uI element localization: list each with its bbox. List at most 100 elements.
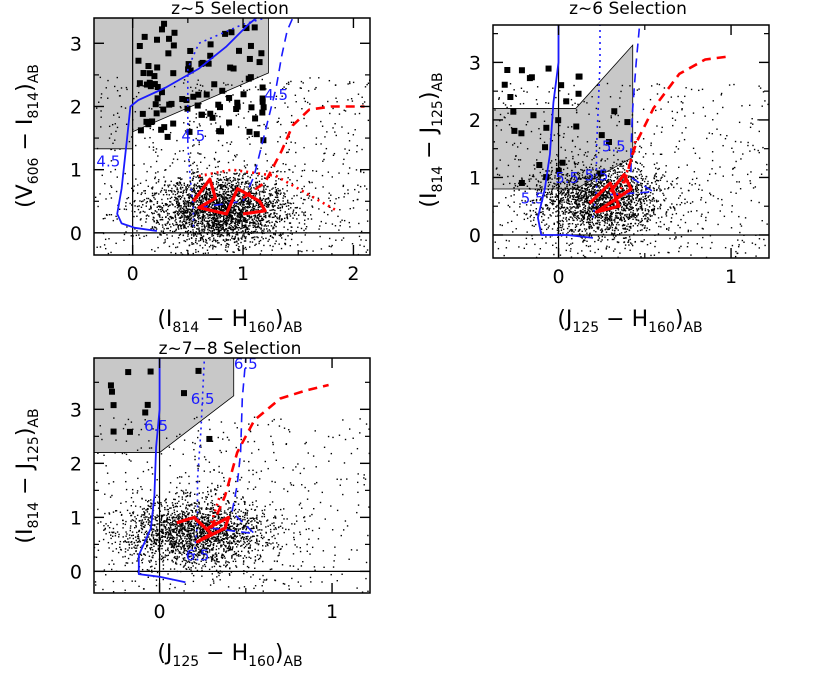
source-point [635, 199, 638, 201]
source-point [588, 218, 591, 220]
source-point [191, 198, 194, 200]
source-point [526, 231, 528, 233]
source-point [188, 219, 191, 221]
source-point [518, 189, 520, 191]
source-point [626, 195, 628, 198]
source-point [160, 189, 163, 192]
source-point [190, 187, 192, 189]
source-point [595, 231, 597, 233]
source-point [161, 224, 164, 226]
source-point [552, 244, 554, 246]
source-point [177, 228, 180, 230]
source-point [189, 156, 191, 158]
source-point [586, 180, 588, 182]
source-point [677, 95, 679, 98]
source-point [211, 230, 214, 232]
source-point [526, 148, 529, 150]
source-point [272, 187, 274, 189]
candidate-point [253, 131, 260, 138]
source-point [537, 181, 540, 183]
source-point [314, 187, 317, 189]
source-point [599, 196, 602, 198]
candidate-point [164, 133, 171, 140]
source-point [632, 218, 634, 221]
source-point [653, 189, 655, 192]
source-point [758, 238, 761, 240]
source-point [685, 87, 687, 89]
source-point [258, 203, 260, 206]
source-point [583, 216, 586, 219]
source-point [180, 184, 183, 186]
source-point [240, 201, 242, 203]
source-point [631, 200, 633, 202]
source-point [149, 136, 151, 139]
source-point [231, 226, 234, 228]
source-point [155, 228, 158, 230]
source-point [247, 225, 250, 227]
source-point [577, 173, 579, 176]
source-point [199, 216, 201, 219]
source-point [348, 167, 351, 169]
source-point [229, 176, 231, 179]
source-point [606, 187, 609, 189]
source-point [238, 169, 241, 171]
source-point [224, 189, 226, 191]
source-point [609, 210, 611, 213]
source-point [125, 205, 127, 207]
source-point [154, 192, 156, 194]
source-point [205, 116, 208, 119]
source-point [637, 213, 639, 215]
source-point [540, 188, 543, 191]
source-point [334, 131, 336, 133]
source-point [272, 245, 274, 248]
source-point [735, 250, 737, 253]
source-point [275, 240, 277, 242]
source-point [267, 225, 269, 227]
source-point [272, 208, 275, 211]
source-point [578, 172, 581, 175]
source-point [233, 206, 236, 208]
source-point [235, 231, 238, 233]
source-point [557, 133, 559, 135]
source-point [193, 172, 196, 174]
source-point [277, 140, 279, 143]
source-point [186, 216, 188, 218]
source-point [592, 188, 594, 190]
source-point [578, 229, 580, 232]
source-point [256, 225, 259, 228]
candidate-point [251, 24, 258, 31]
source-point [580, 223, 583, 225]
source-point [571, 233, 573, 235]
source-point [575, 203, 577, 205]
source-point [617, 212, 619, 215]
candidate-point [233, 106, 240, 113]
source-point [265, 237, 267, 240]
source-point [250, 188, 252, 190]
source-point [187, 202, 189, 204]
source-point [218, 179, 220, 181]
source-point [146, 200, 148, 203]
source-point [274, 186, 277, 189]
source-point [226, 217, 228, 219]
source-point [294, 165, 296, 167]
source-point [538, 127, 540, 130]
redshift-annotation: 4.5 [181, 127, 205, 145]
source-point [607, 214, 609, 216]
source-point [235, 217, 237, 220]
source-point [177, 224, 180, 227]
source-point [601, 181, 603, 184]
source-point [189, 120, 191, 123]
source-point [283, 220, 286, 223]
source-point [238, 209, 241, 212]
source-point [657, 168, 659, 171]
source-point [583, 228, 586, 230]
source-point [269, 209, 271, 212]
source-point [138, 205, 140, 207]
source-point [232, 193, 234, 195]
source-point [615, 226, 617, 228]
source-point [576, 194, 579, 196]
source-point [544, 191, 547, 194]
source-point [245, 203, 248, 205]
source-point [607, 228, 609, 231]
source-point [191, 208, 194, 210]
